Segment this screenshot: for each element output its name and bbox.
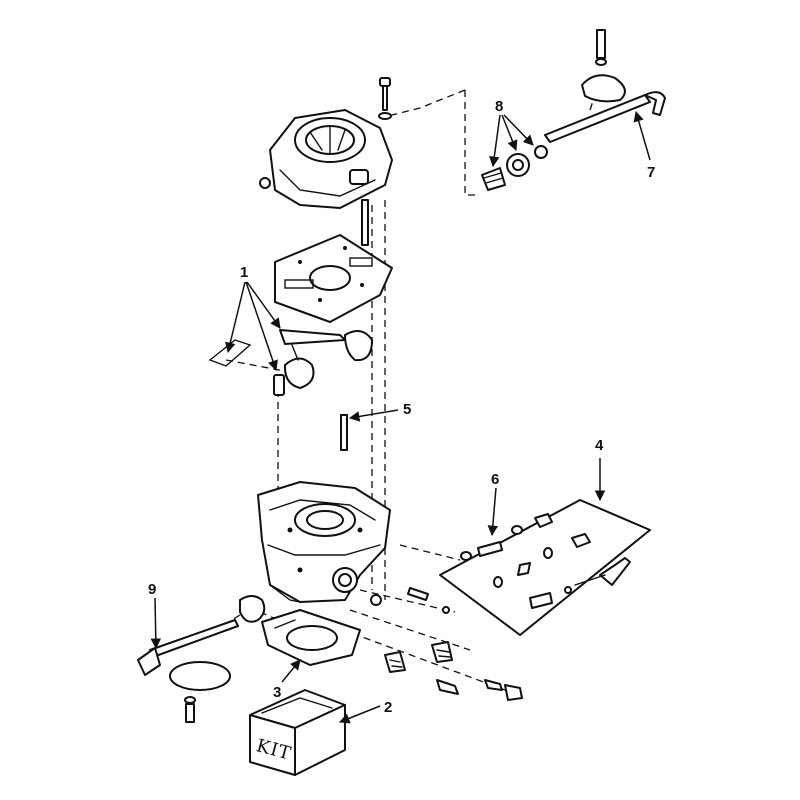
air-horn-cover — [259, 109, 393, 209]
repair-kit-panel — [439, 499, 651, 636]
choke-spring-parts — [481, 145, 548, 191]
carburetor-body — [257, 481, 391, 603]
callout-9: 9 — [148, 581, 156, 598]
callout-4: 4 — [595, 437, 604, 454]
callout-3: 3 — [273, 684, 281, 701]
callout-1: 1 — [240, 264, 248, 281]
cover-screw — [378, 77, 392, 120]
callout-5: 5 — [403, 401, 411, 418]
callout-2: 2 — [384, 699, 392, 716]
throttle-shaft — [137, 595, 266, 723]
lower-springs-screws — [384, 641, 523, 701]
cover-stud — [361, 199, 369, 246]
kit-box-illustration: KIT — [249, 689, 346, 776]
body-small-parts — [370, 587, 450, 614]
choke-shaft — [544, 29, 666, 143]
callouts: 1 2 3 4 5 6 7 8 9 — [148, 98, 655, 716]
base-gasket — [261, 609, 361, 666]
float-assembly — [208, 329, 373, 396]
callout-8: 8 — [495, 98, 503, 115]
callout-7: 7 — [647, 164, 655, 181]
callout-6: 6 — [491, 471, 499, 488]
cover-gasket — [274, 234, 393, 323]
leader-lines — [150, 110, 651, 724]
idle-mixture-screw — [460, 541, 503, 561]
float-pin — [340, 414, 348, 451]
